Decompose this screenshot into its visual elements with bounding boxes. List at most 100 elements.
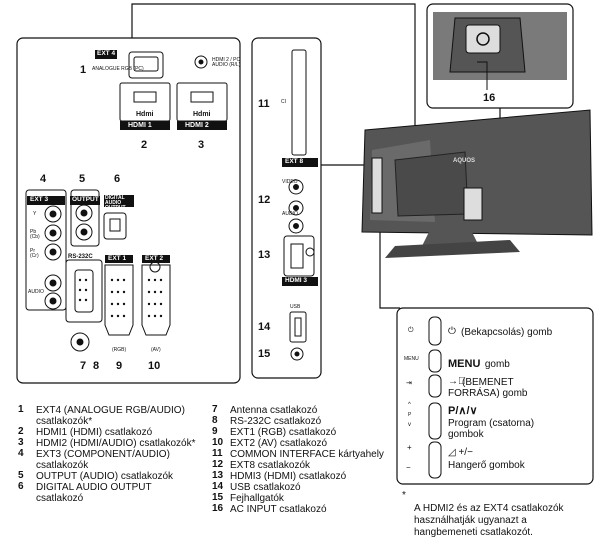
- hdmi1-logo: Hdmi: [136, 111, 154, 118]
- ext3-group: [25, 189, 67, 311]
- rear-panel-frame: [16, 37, 241, 384]
- legend-number: 7: [212, 404, 218, 415]
- prog-label-1: Program (csatorna): [448, 418, 535, 429]
- vol-plus-icon: +: [407, 443, 412, 452]
- callout-8: 8: [93, 360, 100, 372]
- callout-16: 16: [483, 92, 496, 104]
- legend-number: 2: [18, 426, 24, 437]
- callout-13: 13: [258, 249, 271, 261]
- rs232-tag: RS-232C: [68, 254, 93, 260]
- power-glyph-icon: ⏻: [448, 326, 456, 337]
- rs232-port: [65, 259, 103, 323]
- tv-brand: AQUOS: [453, 158, 476, 164]
- tv-illustration: [361, 109, 593, 258]
- video-label: VIDEO: [282, 179, 298, 185]
- legend-text: Antenna csatlakozó: [230, 405, 318, 416]
- hdmi-pc-audio-label: HDMI 2 / PC AUDIO (R/L): [212, 57, 241, 68]
- callout-4: 4: [40, 173, 47, 185]
- usb-label: USB: [290, 304, 301, 310]
- hdmi2-tag: HDMI 2: [185, 122, 209, 129]
- footnote-line2: használhatják ugyanazt a: [414, 515, 527, 526]
- legend-number: 9: [212, 426, 218, 437]
- ext3-pb-label: Pb (Cb): [30, 229, 40, 240]
- buttons-frame: [396, 307, 594, 485]
- legend-text: COMMON INTERFACE kártyahely: [230, 449, 384, 460]
- hdmi3-tag: HDMI 3: [285, 277, 308, 284]
- volume-icon: ◿ +/−: [448, 447, 473, 458]
- vol-minus-icon: −: [406, 463, 411, 472]
- legend-text: EXT1 (RGB) csatlakozó: [230, 427, 337, 438]
- input-icon: ⇥: [406, 380, 412, 387]
- callout-3: 3: [198, 139, 205, 151]
- ext4-tag: EXT 4: [95, 50, 118, 59]
- menu-button-label: MENU gomb: [448, 358, 510, 371]
- hdmi2-logo: Hdmi: [193, 111, 211, 118]
- legend-text-cont: csatlakozók: [36, 460, 89, 471]
- ext3-y-label: Y: [33, 211, 37, 217]
- ext1-scart: [104, 264, 134, 336]
- legend-text: DIGITAL AUDIO OUTPUT: [36, 482, 152, 493]
- digital-audio-tag: DIGITAL AUDIO OUTPUT: [105, 195, 126, 211]
- ext2-tag: EXT 2: [145, 255, 164, 262]
- prog-up-icon: ^: [408, 402, 411, 408]
- hdmi3-port: [283, 235, 315, 277]
- prog-down-icon: v: [408, 422, 411, 428]
- callout-2: 2: [141, 139, 148, 151]
- ac-inlet-illustration: [433, 12, 567, 90]
- ci-slot: [291, 49, 307, 156]
- output-tag: OUTPUT: [72, 196, 99, 203]
- hdmi2-port: [190, 91, 214, 103]
- ext3-audio-label: AUDIO: [28, 289, 44, 295]
- legend-number: 16: [212, 503, 224, 514]
- legend-number: 13: [212, 470, 224, 481]
- legend-number: 15: [212, 492, 224, 503]
- prog-symbol: P/∧/∨: [448, 405, 478, 417]
- callout-7: 7: [80, 360, 87, 372]
- output-group: [70, 189, 100, 247]
- menu-key-shape: [428, 349, 442, 373]
- legend-text: EXT2 (AV) csatlakozó: [230, 438, 328, 449]
- legend-text-cont: csatlakozó: [36, 493, 84, 504]
- antenna-port: [70, 332, 90, 352]
- legend-text: HDMI3 (HDMI) csatlakozó: [230, 471, 347, 482]
- vol-key-shape: [428, 441, 442, 479]
- optical-port: [103, 212, 127, 240]
- legend-text: OUTPUT (AUDIO) csatlakozók: [36, 471, 174, 482]
- legend-text: HDMI1 (HDMI) csatlakozó: [36, 427, 153, 438]
- prog-key-shape: [428, 402, 442, 440]
- legend-number: 5: [18, 470, 24, 481]
- legend-text: AC INPUT csatlakozó: [230, 504, 327, 515]
- input-button-label-2: FORRÁSA) gomb: [448, 388, 528, 399]
- callout-6: 6: [114, 173, 121, 185]
- legend-number: 6: [18, 481, 24, 492]
- headphone-jack: [290, 347, 304, 361]
- callout-14: 14: [258, 321, 271, 333]
- power-icon: ⏻: [408, 327, 414, 334]
- av-label: (AV): [151, 347, 161, 353]
- ext2-scart: [141, 264, 171, 336]
- legend-number: 11: [212, 448, 223, 459]
- power-key-shape: [428, 316, 442, 346]
- pc-audio-jack: [194, 55, 208, 69]
- legend-number: 12: [212, 459, 224, 470]
- prog-p-label: P: [408, 412, 412, 418]
- prog-label-2: gombok: [448, 429, 484, 440]
- input-key-shape: [428, 374, 442, 398]
- footnote-star: *: [402, 490, 406, 501]
- usb-port: [289, 311, 307, 343]
- callout-11: 11: [258, 98, 270, 110]
- footnote-line3: hangbemeneti csatlakozót.: [414, 527, 533, 538]
- footnote-line1: A HDMI2 és az EXT4 csatlakozók: [414, 503, 564, 514]
- ext3-pr-label: Pr (Cr): [30, 248, 39, 259]
- rgb-label: (RGB): [112, 347, 127, 353]
- ext4-vga-port: [128, 51, 164, 79]
- menu-key-label: MENU: [404, 356, 419, 362]
- legend-text-cont: csatlakozók*: [36, 416, 93, 427]
- input-glyph-icon: →⃞: [448, 376, 466, 387]
- callout-15: 15: [258, 348, 271, 360]
- legend-text: Fejhallgatók: [230, 493, 284, 504]
- legend-number: 3: [18, 437, 24, 448]
- audio-label: AUDIO: [282, 211, 298, 217]
